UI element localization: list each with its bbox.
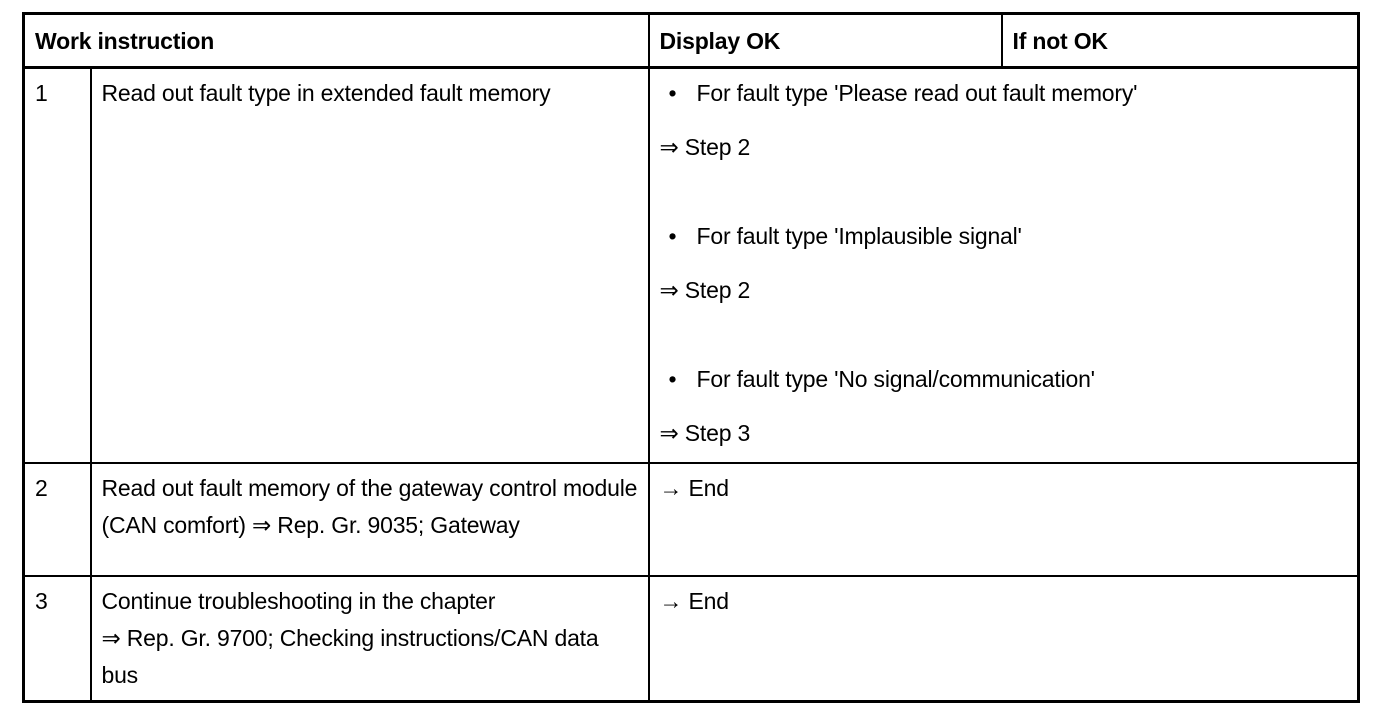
work-instruction-cell: Read out fault type in extended fault me… bbox=[89, 66, 650, 464]
end-reference: → End bbox=[659, 587, 730, 614]
work-instruction-text: Read out fault type in extended fault me… bbox=[101, 80, 551, 106]
bullet-icon: • bbox=[668, 223, 677, 249]
display-ok-cell: → End bbox=[647, 461, 1360, 577]
table-row: 1 Read out fault type in extended fault … bbox=[22, 66, 1360, 464]
bullet-icon: • bbox=[668, 80, 677, 106]
chapter-reference: ⇒ Rep. Gr. 9700; Checking instructions/C… bbox=[101, 624, 599, 688]
work-instruction-cell: Continue troubleshooting in the chapter … bbox=[89, 574, 650, 702]
table-row: 3 Continue troubleshooting in the chapte… bbox=[22, 574, 1360, 702]
step-number-cell: 3 bbox=[22, 574, 92, 702]
step-reference: ⇒ Step 2 bbox=[659, 277, 751, 303]
fault-type-line: • For fault type 'No signal/communicatio… bbox=[669, 361, 1348, 398]
work-instruction-text: Read out fault memory of the gateway con… bbox=[101, 474, 638, 538]
fault-type-group: • For fault type 'No signal/communicatio… bbox=[660, 361, 1348, 452]
fault-type-text: For fault type 'Please read out fault me… bbox=[696, 80, 1138, 106]
step-reference: ⇒ Step 3 bbox=[659, 420, 751, 446]
display-ok-cell: → End bbox=[647, 574, 1360, 702]
display-ok-cell: • For fault type 'Please read out fault … bbox=[647, 66, 1360, 464]
fault-type-text: For fault type 'Implausible signal' bbox=[696, 223, 1022, 249]
fault-type-group: • For fault type 'Implausible signal' ⇒ … bbox=[660, 218, 1348, 309]
table-header-row: Work instruction Display OK If not OK bbox=[22, 12, 1360, 69]
step-reference: ⇒ Step 2 bbox=[659, 134, 751, 160]
bullet-icon: • bbox=[668, 366, 677, 392]
fault-type-line: • For fault type 'Implausible signal' bbox=[669, 218, 1348, 255]
column-header-if-not-ok: If not OK bbox=[1000, 12, 1360, 69]
step-number-cell: 1 bbox=[22, 66, 92, 464]
work-instruction-text: Continue troubleshooting in the chapter bbox=[101, 587, 496, 614]
table-row: 2 Read out fault memory of the gateway c… bbox=[22, 461, 1360, 577]
column-header-work-instruction: Work instruction bbox=[22, 12, 650, 69]
fault-type-line: • For fault type 'Please read out fault … bbox=[669, 75, 1348, 112]
procedure-table: Work instruction Display OK If not OK 1 … bbox=[22, 12, 1361, 703]
column-header-display-ok: Display OK bbox=[647, 12, 1003, 69]
fault-type-group: • For fault type 'Please read out fault … bbox=[660, 75, 1348, 166]
work-instruction-cell: Read out fault memory of the gateway con… bbox=[89, 461, 650, 577]
fault-type-text: For fault type 'No signal/communication' bbox=[696, 366, 1096, 392]
end-reference: → End bbox=[659, 474, 730, 501]
step-number-cell: 2 bbox=[22, 461, 92, 577]
